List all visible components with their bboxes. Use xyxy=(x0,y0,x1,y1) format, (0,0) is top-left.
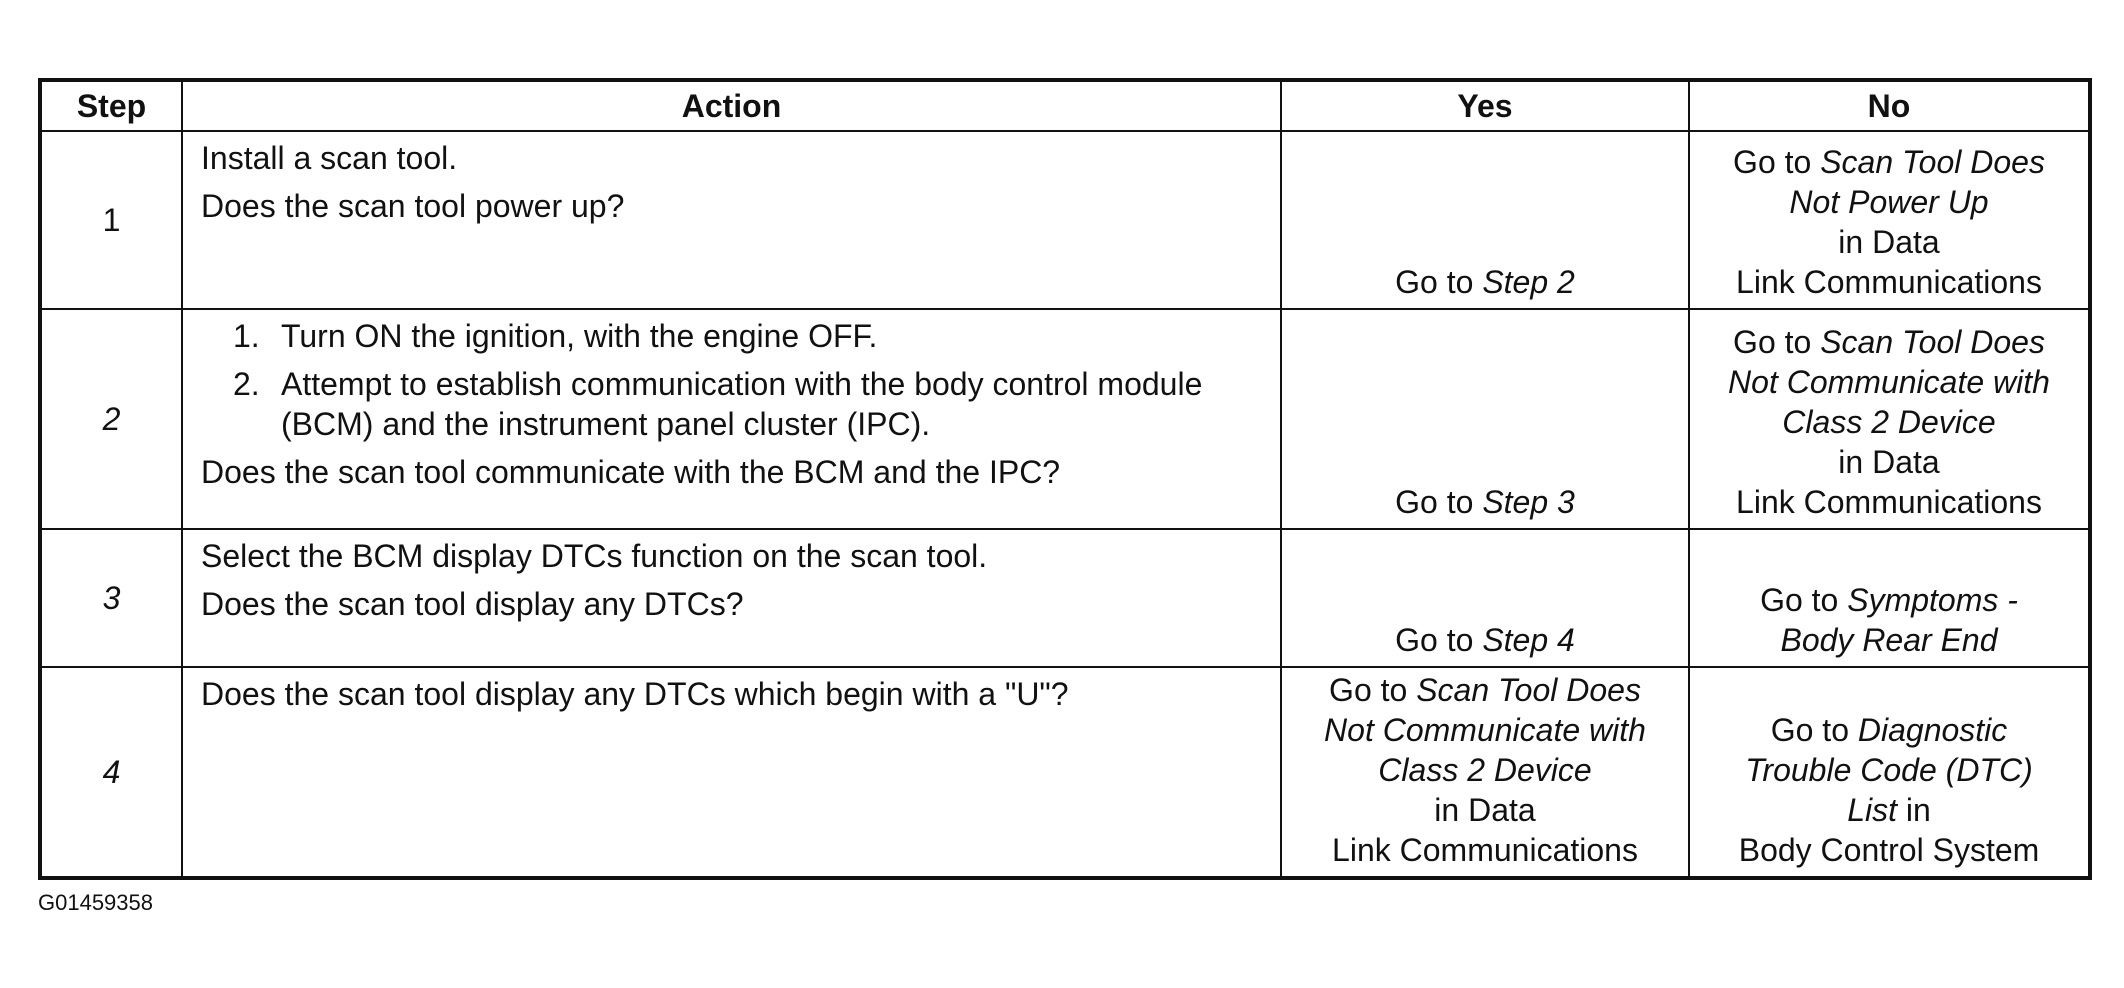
action-numbered-list: 1. Turn ON the ignition, with the engine… xyxy=(201,316,1262,444)
action-question: Does the scan tool power up? xyxy=(201,188,625,224)
no-suffix: Link Communications xyxy=(1736,264,2042,300)
diagnostic-table: Step Action Yes No 1 Install a scan tool… xyxy=(38,78,2092,880)
yes-ref-link[interactable]: Scan Tool Does xyxy=(1416,672,1641,708)
no-ref-link-cont[interactable]: List xyxy=(1847,792,1897,828)
action-question: Does the scan tool display any DTCs whic… xyxy=(201,676,1069,712)
action-cell: 1. Turn ON the ignition, with the engine… xyxy=(181,308,1282,530)
no-cell: Go to Scan Tool Does Not Communicate wit… xyxy=(1688,308,2091,530)
yes-suffix: in Data xyxy=(1434,792,1536,828)
step-number: 3 xyxy=(39,528,183,668)
no-prefix: Go to xyxy=(1760,582,1848,618)
no-suffix: Body Control System xyxy=(1738,832,2040,868)
no-ref-link[interactable]: Diagnostic xyxy=(1857,712,2008,748)
yes-step-link[interactable]: Step 3 xyxy=(1482,484,1575,520)
yes-prefix: Go to xyxy=(1395,622,1483,658)
action-cell: Select the BCM display DTCs function on … xyxy=(181,528,1282,668)
header-no: No xyxy=(1688,79,2091,132)
yes-cell: Go to Scan Tool Does Not Communicate wit… xyxy=(1280,666,1690,879)
yes-step-link[interactable]: Step 2 xyxy=(1482,264,1575,300)
step-number: 1 xyxy=(39,130,183,310)
action-instruction: Install a scan tool. xyxy=(201,140,458,176)
no-suffix: in Data xyxy=(1838,444,1940,480)
no-cell: Go to Scan Tool Does Not Power Up in Dat… xyxy=(1688,130,2091,310)
table-row: 4 Does the scan tool display any DTCs wh… xyxy=(39,666,2091,879)
action-question: Does the scan tool communicate with the … xyxy=(201,454,1061,490)
no-suffix: Link Communications xyxy=(1736,484,2042,520)
yes-suffix: Link Communications xyxy=(1332,832,1638,868)
no-suffix: in xyxy=(1897,792,1931,828)
action-cell: Install a scan tool. Does the scan tool … xyxy=(181,130,1282,310)
step-number: 4 xyxy=(39,666,183,879)
yes-ref-link-cont[interactable]: Class 2 Device xyxy=(1378,752,1592,788)
header-step: Step xyxy=(39,79,183,132)
yes-cell: Go to Step 2 xyxy=(1280,130,1690,310)
header-yes: Yes xyxy=(1280,79,1690,132)
yes-prefix: Go to xyxy=(1395,264,1483,300)
list-item-number: 2. xyxy=(233,366,260,402)
action-question: Does the scan tool display any DTCs? xyxy=(201,586,744,622)
yes-cell: Go to Step 4 xyxy=(1280,528,1690,668)
table-row: 3 Select the BCM display DTCs function o… xyxy=(39,528,2091,668)
no-ref-link-cont[interactable]: Body Rear End xyxy=(1780,622,1998,658)
yes-ref-link-cont[interactable]: Not Communicate with xyxy=(1324,712,1646,748)
list-item-text: Attempt to establish communication with … xyxy=(281,366,1203,442)
yes-step-link[interactable]: Step 4 xyxy=(1482,622,1575,658)
yes-cell: Go to Step 3 xyxy=(1280,308,1690,530)
no-ref-link-cont[interactable]: Not Communicate with xyxy=(1728,364,2050,400)
no-ref-link-cont[interactable]: Not Power Up xyxy=(1789,184,1989,220)
table-row: 2 1. Turn ON the ignition, with the engi… xyxy=(39,308,2091,530)
figure-id: G01459358 xyxy=(38,890,153,915)
table-row: 1 Install a scan tool. Does the scan too… xyxy=(39,130,2091,310)
no-ref-link-cont[interactable]: Class 2 Device xyxy=(1782,404,1996,440)
no-ref-link-cont[interactable]: Trouble Code (DTC) xyxy=(1745,752,2033,788)
step-number: 2 xyxy=(39,308,183,530)
no-ref-link[interactable]: Symptoms - xyxy=(1847,582,2018,618)
no-prefix: Go to xyxy=(1770,712,1858,748)
no-prefix: Go to xyxy=(1733,144,1821,180)
list-item-number: 1. xyxy=(233,318,260,354)
yes-prefix: Go to xyxy=(1395,484,1483,520)
no-ref-link[interactable]: Scan Tool Does xyxy=(1820,324,2045,360)
header-action: Action xyxy=(181,79,1282,132)
action-instruction: Select the BCM display DTCs function on … xyxy=(201,538,988,574)
list-item: 1. Turn ON the ignition, with the engine… xyxy=(201,316,1262,356)
no-suffix: in Data xyxy=(1838,224,1940,260)
no-ref-link[interactable]: Scan Tool Does xyxy=(1820,144,2045,180)
no-cell: Go to Diagnostic Trouble Code (DTC) List… xyxy=(1688,666,2091,879)
list-item: 2. Attempt to establish communication wi… xyxy=(201,364,1262,444)
no-prefix: Go to xyxy=(1733,324,1821,360)
table-header-row: Step Action Yes No xyxy=(39,79,2091,132)
list-item-text: Turn ON the ignition, with the engine OF… xyxy=(281,318,878,354)
action-cell: Does the scan tool display any DTCs whic… xyxy=(181,666,1282,879)
no-cell: Go to Symptoms - Body Rear End xyxy=(1688,528,2091,668)
yes-prefix: Go to xyxy=(1329,672,1417,708)
